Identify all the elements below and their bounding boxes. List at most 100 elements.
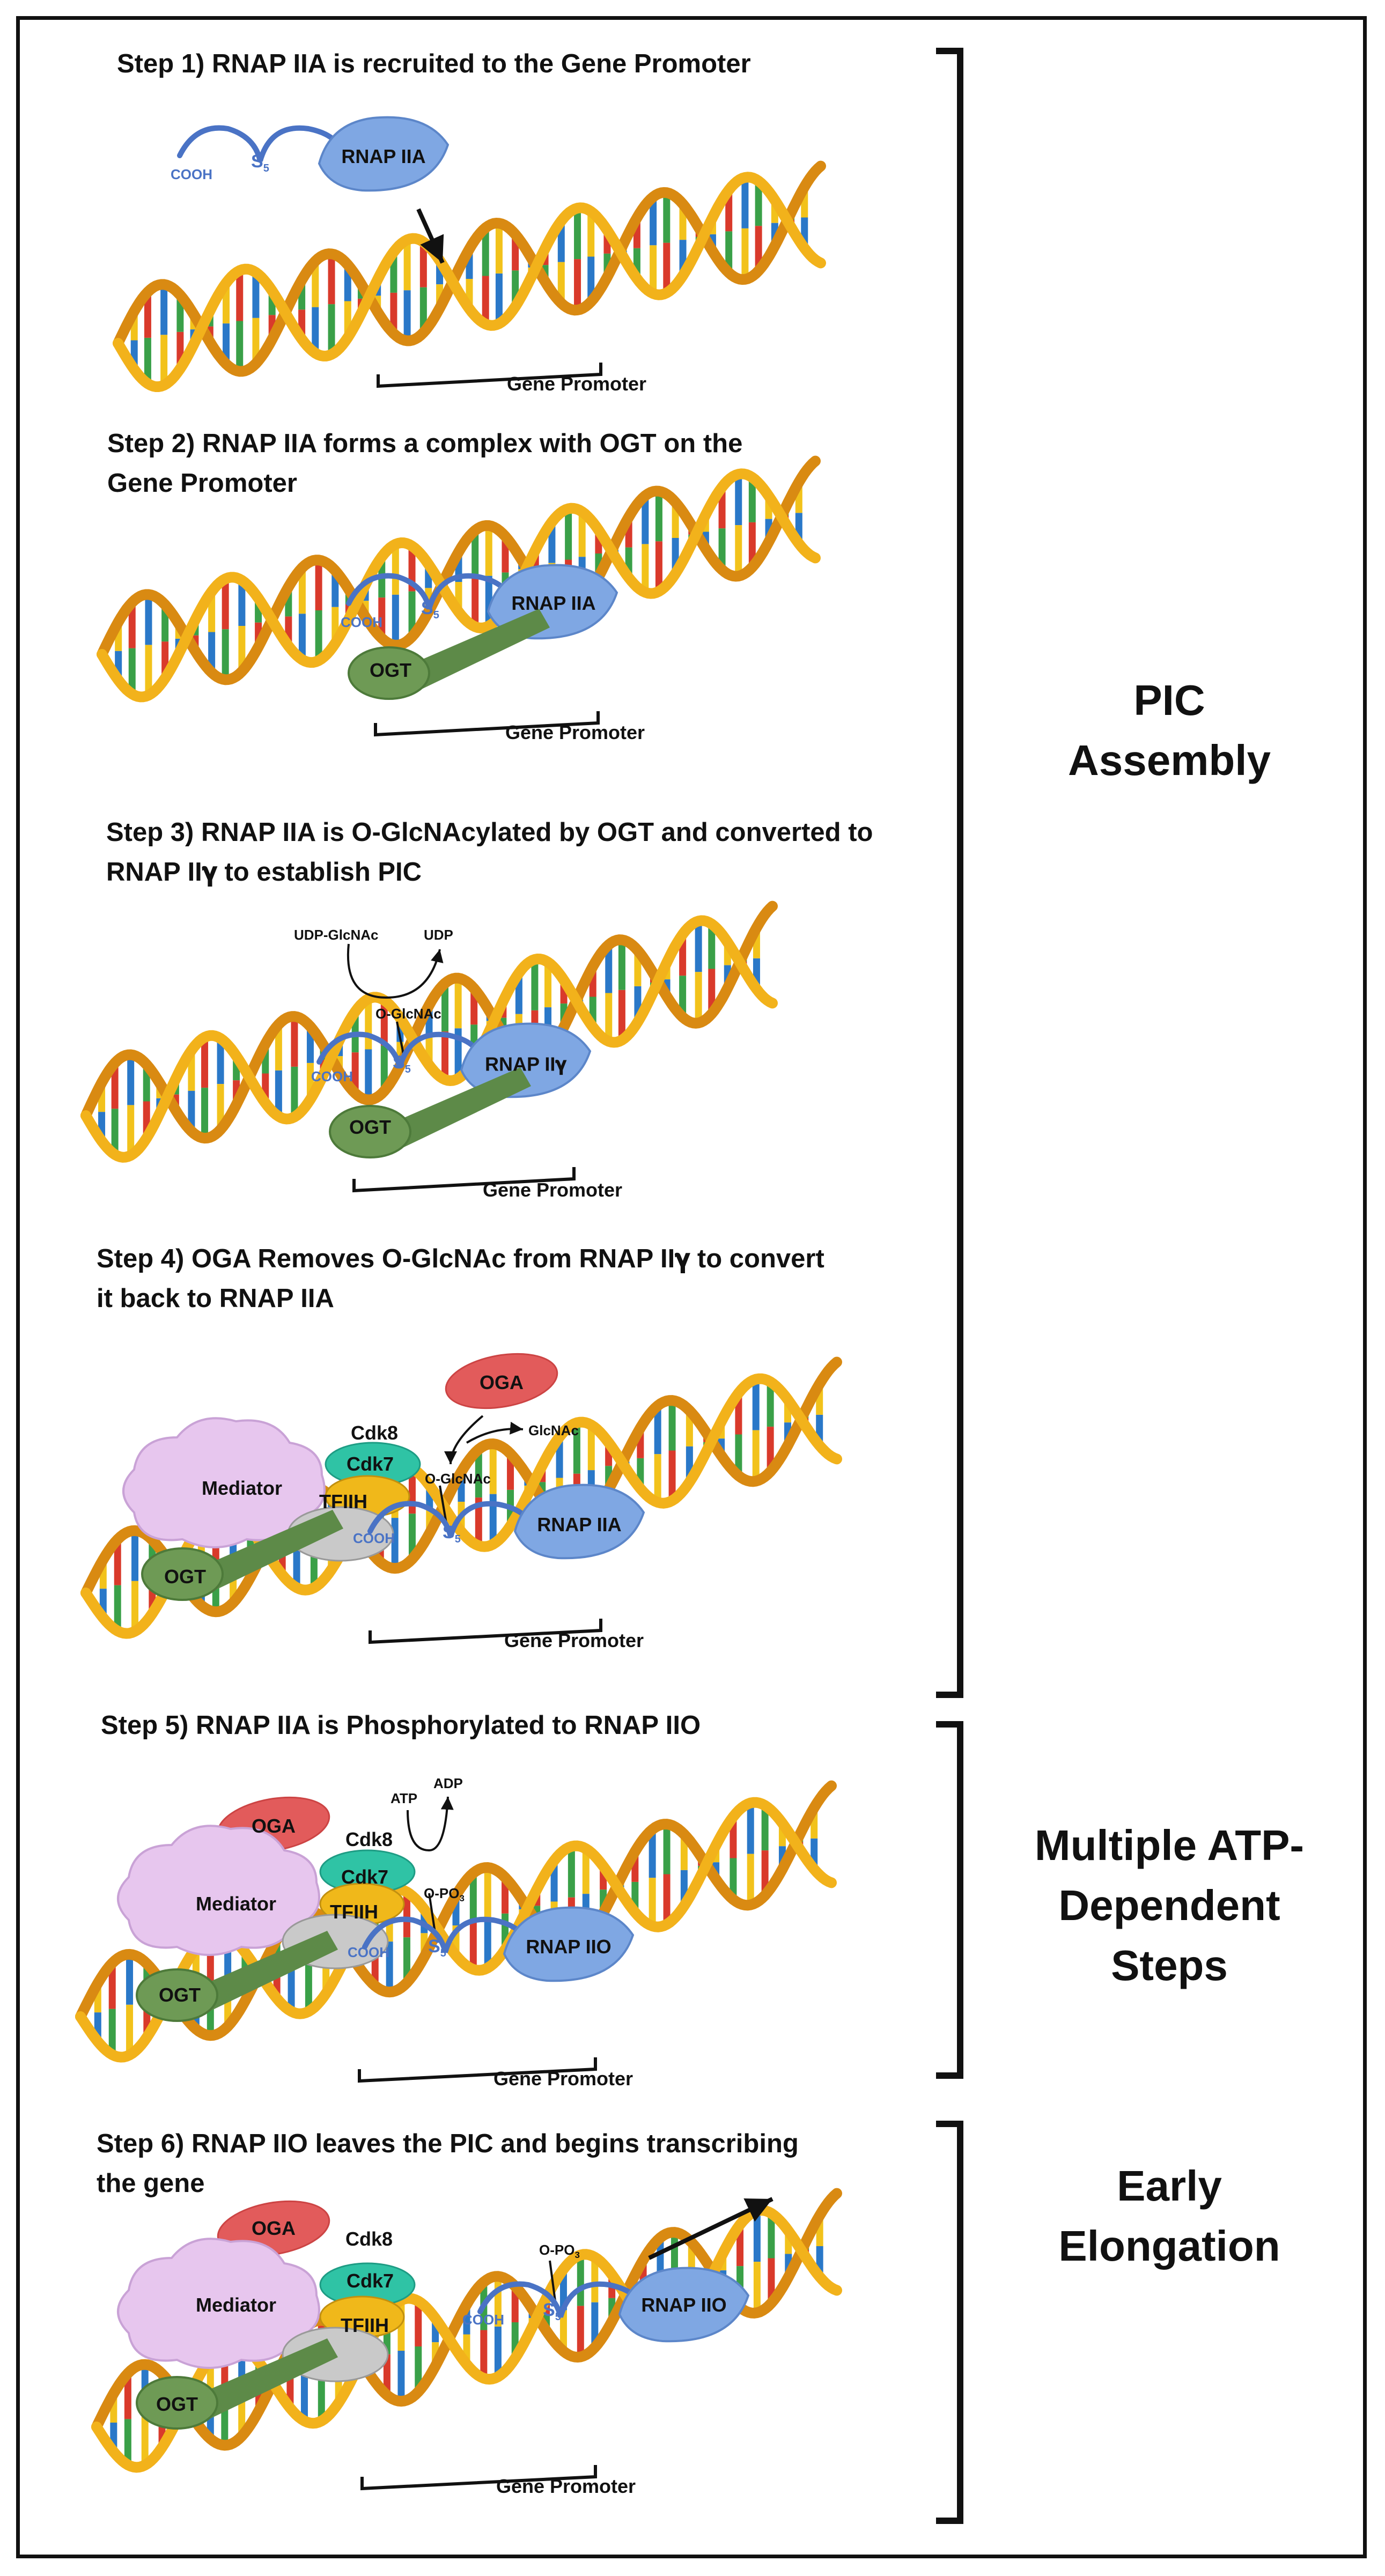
promoter-bracket-3	[352, 1167, 576, 1193]
cdk8-label-4: Cdk8	[350, 1422, 399, 1444]
cdk8-label-6: Cdk8	[345, 2228, 393, 2250]
ser5-label-5: S5	[428, 1936, 446, 1959]
cdk7-label-4: Cdk7	[346, 1453, 394, 1475]
gene-promoter-label-1: Gene Promoter	[507, 373, 647, 395]
oga-label-6: OGA	[251, 2217, 296, 2239]
step-6-title: Step 6) RNAP IIO leaves the PIC and begi…	[97, 2129, 799, 2198]
tfiih-label-6: TFIIH	[341, 2314, 389, 2336]
step-2-title: Step 2) RNAP IIA forms a complex with OG…	[107, 429, 743, 498]
rnap-iio-label-5: RNAP IIO	[526, 1936, 612, 1958]
rnap-iia-label-2: RNAP IIA	[511, 592, 596, 614]
o-glcnac-link-4	[439, 1485, 447, 1524]
step-3-title: Step 3) RNAP IIA is O-GlcNAcylated by OG…	[106, 818, 873, 887]
o-glcnac-label-3: O-GlcNAc	[375, 1006, 441, 1022]
promoter-bracket-1	[377, 363, 602, 388]
udp-glcnac-label: UDP-GlcNAc	[294, 927, 379, 943]
rnap-shape-4	[513, 1483, 645, 1560]
elongation-arrow	[648, 2197, 773, 2260]
ogt-shape-4	[141, 1547, 224, 1601]
oga-shape-4	[445, 1353, 558, 1409]
promoter-bracket-2	[374, 711, 600, 737]
gene-promoter-label-5: Gene Promoter	[493, 2068, 633, 2090]
cooh-label-3: COOH	[311, 1068, 353, 1084]
ctd-tail-2	[346, 573, 512, 610]
mediator-shape-4	[122, 1417, 326, 1548]
phase-atp-dependent: Multiple ATP- Dependent Steps	[1034, 1821, 1305, 1989]
oga-label-4: OGA	[479, 1371, 524, 1393]
ctd-tail-3	[316, 1031, 483, 1068]
ogt-shape-5	[136, 1968, 218, 2022]
glcnac-release-arrow	[466, 1421, 524, 1444]
ogt-label-3: OGT	[349, 1116, 391, 1138]
rnap-shape-6	[618, 2267, 750, 2343]
tfiih-label-4: TFIIH	[319, 1490, 367, 1512]
ogt-shape-2	[348, 646, 430, 700]
gene-promoter-label-6: Gene Promoter	[496, 2475, 636, 2497]
figure-frame	[16, 16, 1367, 2558]
bracket-early-elongation	[936, 2121, 963, 2524]
cooh-label-5: COOH	[348, 1944, 389, 1960]
mediator-label-4: Mediator	[201, 1477, 283, 1499]
ogt-label-5: OGT	[159, 1984, 201, 2006]
o-po3-label-6: O-PO3	[539, 2242, 580, 2261]
dna-strand-front-1	[113, 172, 826, 392]
promoter-bracket-6	[360, 2465, 597, 2491]
cooh-label-2: COOH	[341, 614, 382, 630]
rnap-iia-label-4: RNAP IIA	[537, 1514, 622, 1536]
o-po3-label-5: O-PO3	[424, 1885, 465, 1904]
recruit-arrow	[416, 208, 445, 264]
ogt-shape-6	[136, 2376, 218, 2430]
cdk7-label-6: Cdk7	[346, 2270, 394, 2292]
udp-arrow	[347, 943, 444, 999]
gene-promoter-label-3: Gene Promoter	[483, 1179, 623, 1201]
phase-pic-assembly: PIC Assembly	[1068, 676, 1271, 784]
ogt-label-2: OGT	[370, 659, 411, 681]
oga-remove-arrow	[444, 1415, 484, 1465]
cooh-label-6: COOH	[462, 2312, 504, 2328]
gene-promoter-label-4: Gene Promoter	[504, 1629, 644, 1651]
dna-strand-front-3	[80, 915, 778, 1163]
mediator-shape-6	[117, 2238, 320, 2369]
oga-label-5: OGA	[251, 1815, 296, 1837]
cdk8-label-5: Cdk8	[345, 1828, 393, 1850]
adp-label: ADP	[433, 1775, 463, 1791]
rnap-iio-label-6: RNAP IIO	[641, 2294, 727, 2316]
cdk7-label-5: Cdk7	[341, 1866, 389, 1888]
ser5-label-1: S5	[251, 151, 269, 174]
rnap-iig-label: RNAP II𝛄	[485, 1053, 566, 1075]
cooh-label-4: COOH	[353, 1530, 395, 1546]
step-1-title: Step 1) RNAP IIA is recruited to the Gen…	[117, 49, 751, 78]
ser5-label-6: S5	[543, 2300, 561, 2323]
glcnac-label: GlcNAc	[528, 1422, 579, 1438]
bracket-atp-dependent	[936, 1721, 963, 2079]
ogt-shape-3	[329, 1105, 411, 1158]
phase-early-elongation: Early Elongation	[1058, 2162, 1280, 2270]
ctd-tail-6	[477, 2281, 644, 2318]
ctd-tail-1	[177, 125, 343, 162]
atp-adp-arrow	[407, 1796, 454, 1852]
cooh-label-1: COOH	[171, 166, 212, 182]
ctd-tail-4	[367, 1501, 534, 1538]
ctd-tail-5	[362, 1916, 528, 1953]
step-4-title: Step 4) OGA Removes O-GlcNAc from RNAP I…	[97, 1244, 824, 1313]
rnap-shape-1	[318, 116, 450, 192]
rnap-iia-label-1: RNAP IIA	[341, 145, 426, 167]
udp-label: UDP	[424, 927, 453, 943]
ogt-label-4: OGT	[164, 1566, 206, 1588]
o-po3-link-6	[549, 2260, 556, 2301]
ser5-label-4: S5	[443, 1522, 461, 1545]
o-glcnac-label-4: O-GlcNAc	[425, 1471, 491, 1487]
bracket-pic-assembly	[936, 48, 963, 1698]
ser5-label-2: S5	[421, 598, 439, 621]
mediator-label-6: Mediator	[195, 2294, 277, 2316]
ser5-label-3: S5	[393, 1052, 411, 1075]
mediator-shape-5	[117, 1825, 320, 1956]
atp-label: ATP	[391, 1790, 418, 1806]
promoter-bracket-5	[358, 2057, 597, 2083]
ogt-label-6: OGT	[156, 2393, 198, 2415]
gene-promoter-label-2: Gene Promoter	[505, 721, 645, 743]
tfiih-label-5: TFIIH	[330, 1901, 378, 1923]
o-glcnac-link-3	[396, 1021, 404, 1054]
promoter-bracket-4	[369, 1619, 602, 1644]
step-5-title: Step 5) RNAP IIA is Phosphorylated to RN…	[101, 1711, 701, 1740]
